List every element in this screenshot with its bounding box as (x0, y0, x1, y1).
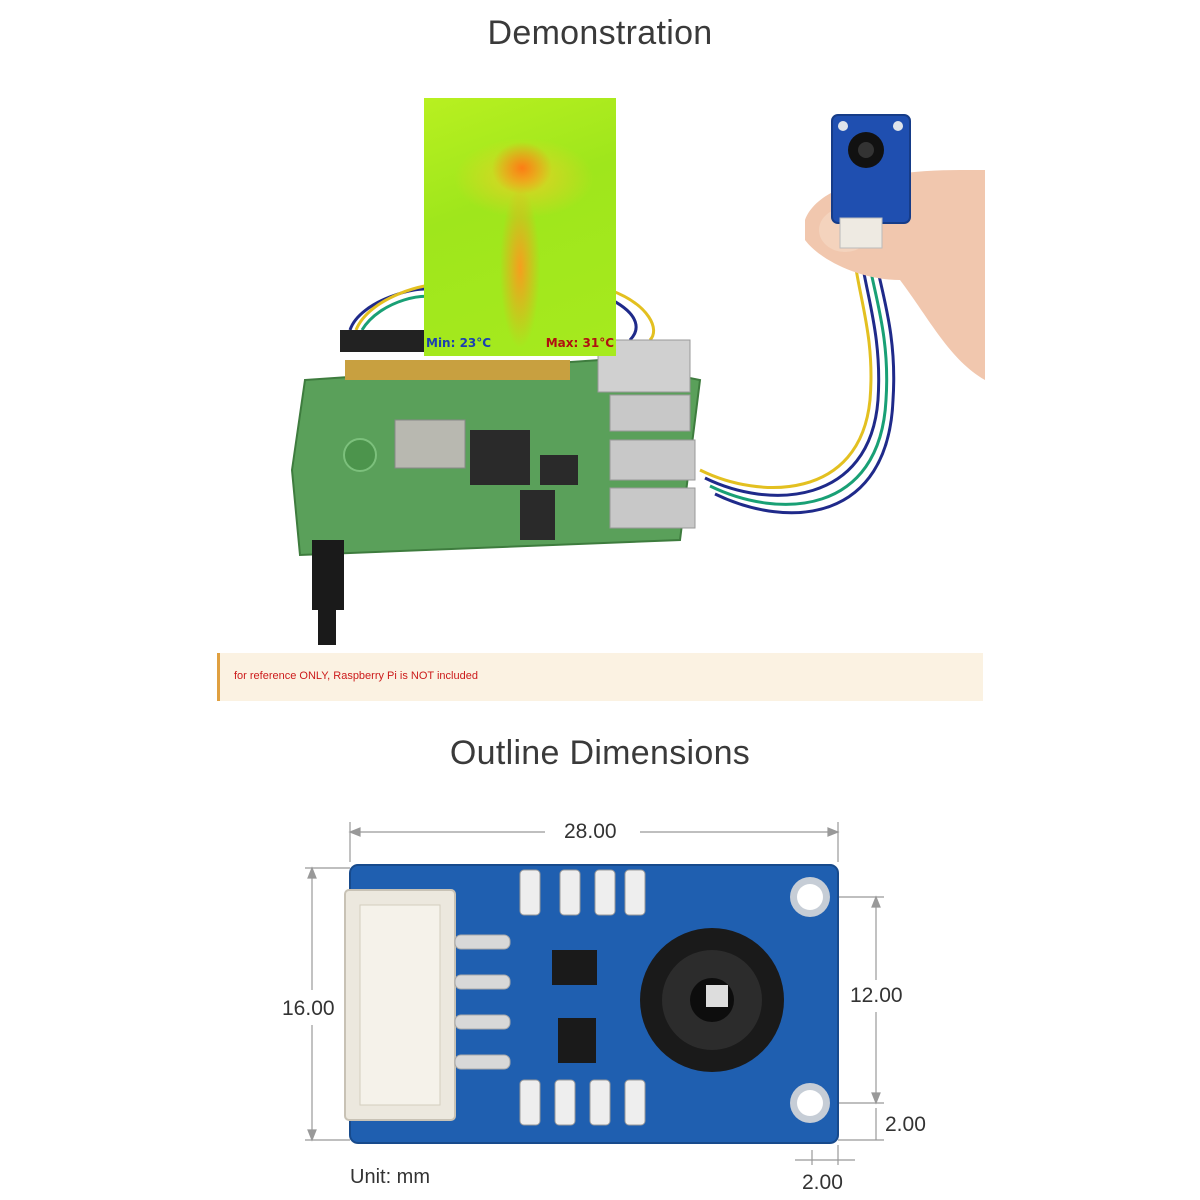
sensor-in-hand (805, 114, 985, 380)
outline-dimensions-heading: Outline Dimensions (449, 734, 751, 772)
thermal-max-label: Max: 31°C (545, 336, 614, 350)
dimension-hole-side-label: 2.00 (802, 1171, 843, 1194)
demonstration-heading: Demonstration (487, 14, 713, 52)
reference-notice: for reference ONLY, Raspberry Pi is NOT … (217, 653, 983, 701)
connection-wires (348, 261, 896, 515)
thermal-min-label: Min: 23°C (426, 336, 492, 350)
dimension-hole-bottom-label: 2.00 (885, 1113, 926, 1136)
dimension-lines (305, 822, 884, 1165)
dimension-width-label: 28.00 (564, 820, 617, 843)
raspberry-pi-board (290, 330, 702, 645)
unit-label: Unit: mm (350, 1166, 430, 1188)
sensor-module-pcb (344, 864, 839, 1144)
reference-notice-text: for reference ONLY, Raspberry Pi is NOT … (234, 670, 478, 682)
dimension-hole-spacing-label: 12.00 (850, 984, 903, 1007)
thermal-image: Min: 23°C Max: 31°C (424, 98, 616, 356)
demonstration-photo (290, 114, 985, 645)
dimension-height-label: 16.00 (282, 997, 335, 1020)
